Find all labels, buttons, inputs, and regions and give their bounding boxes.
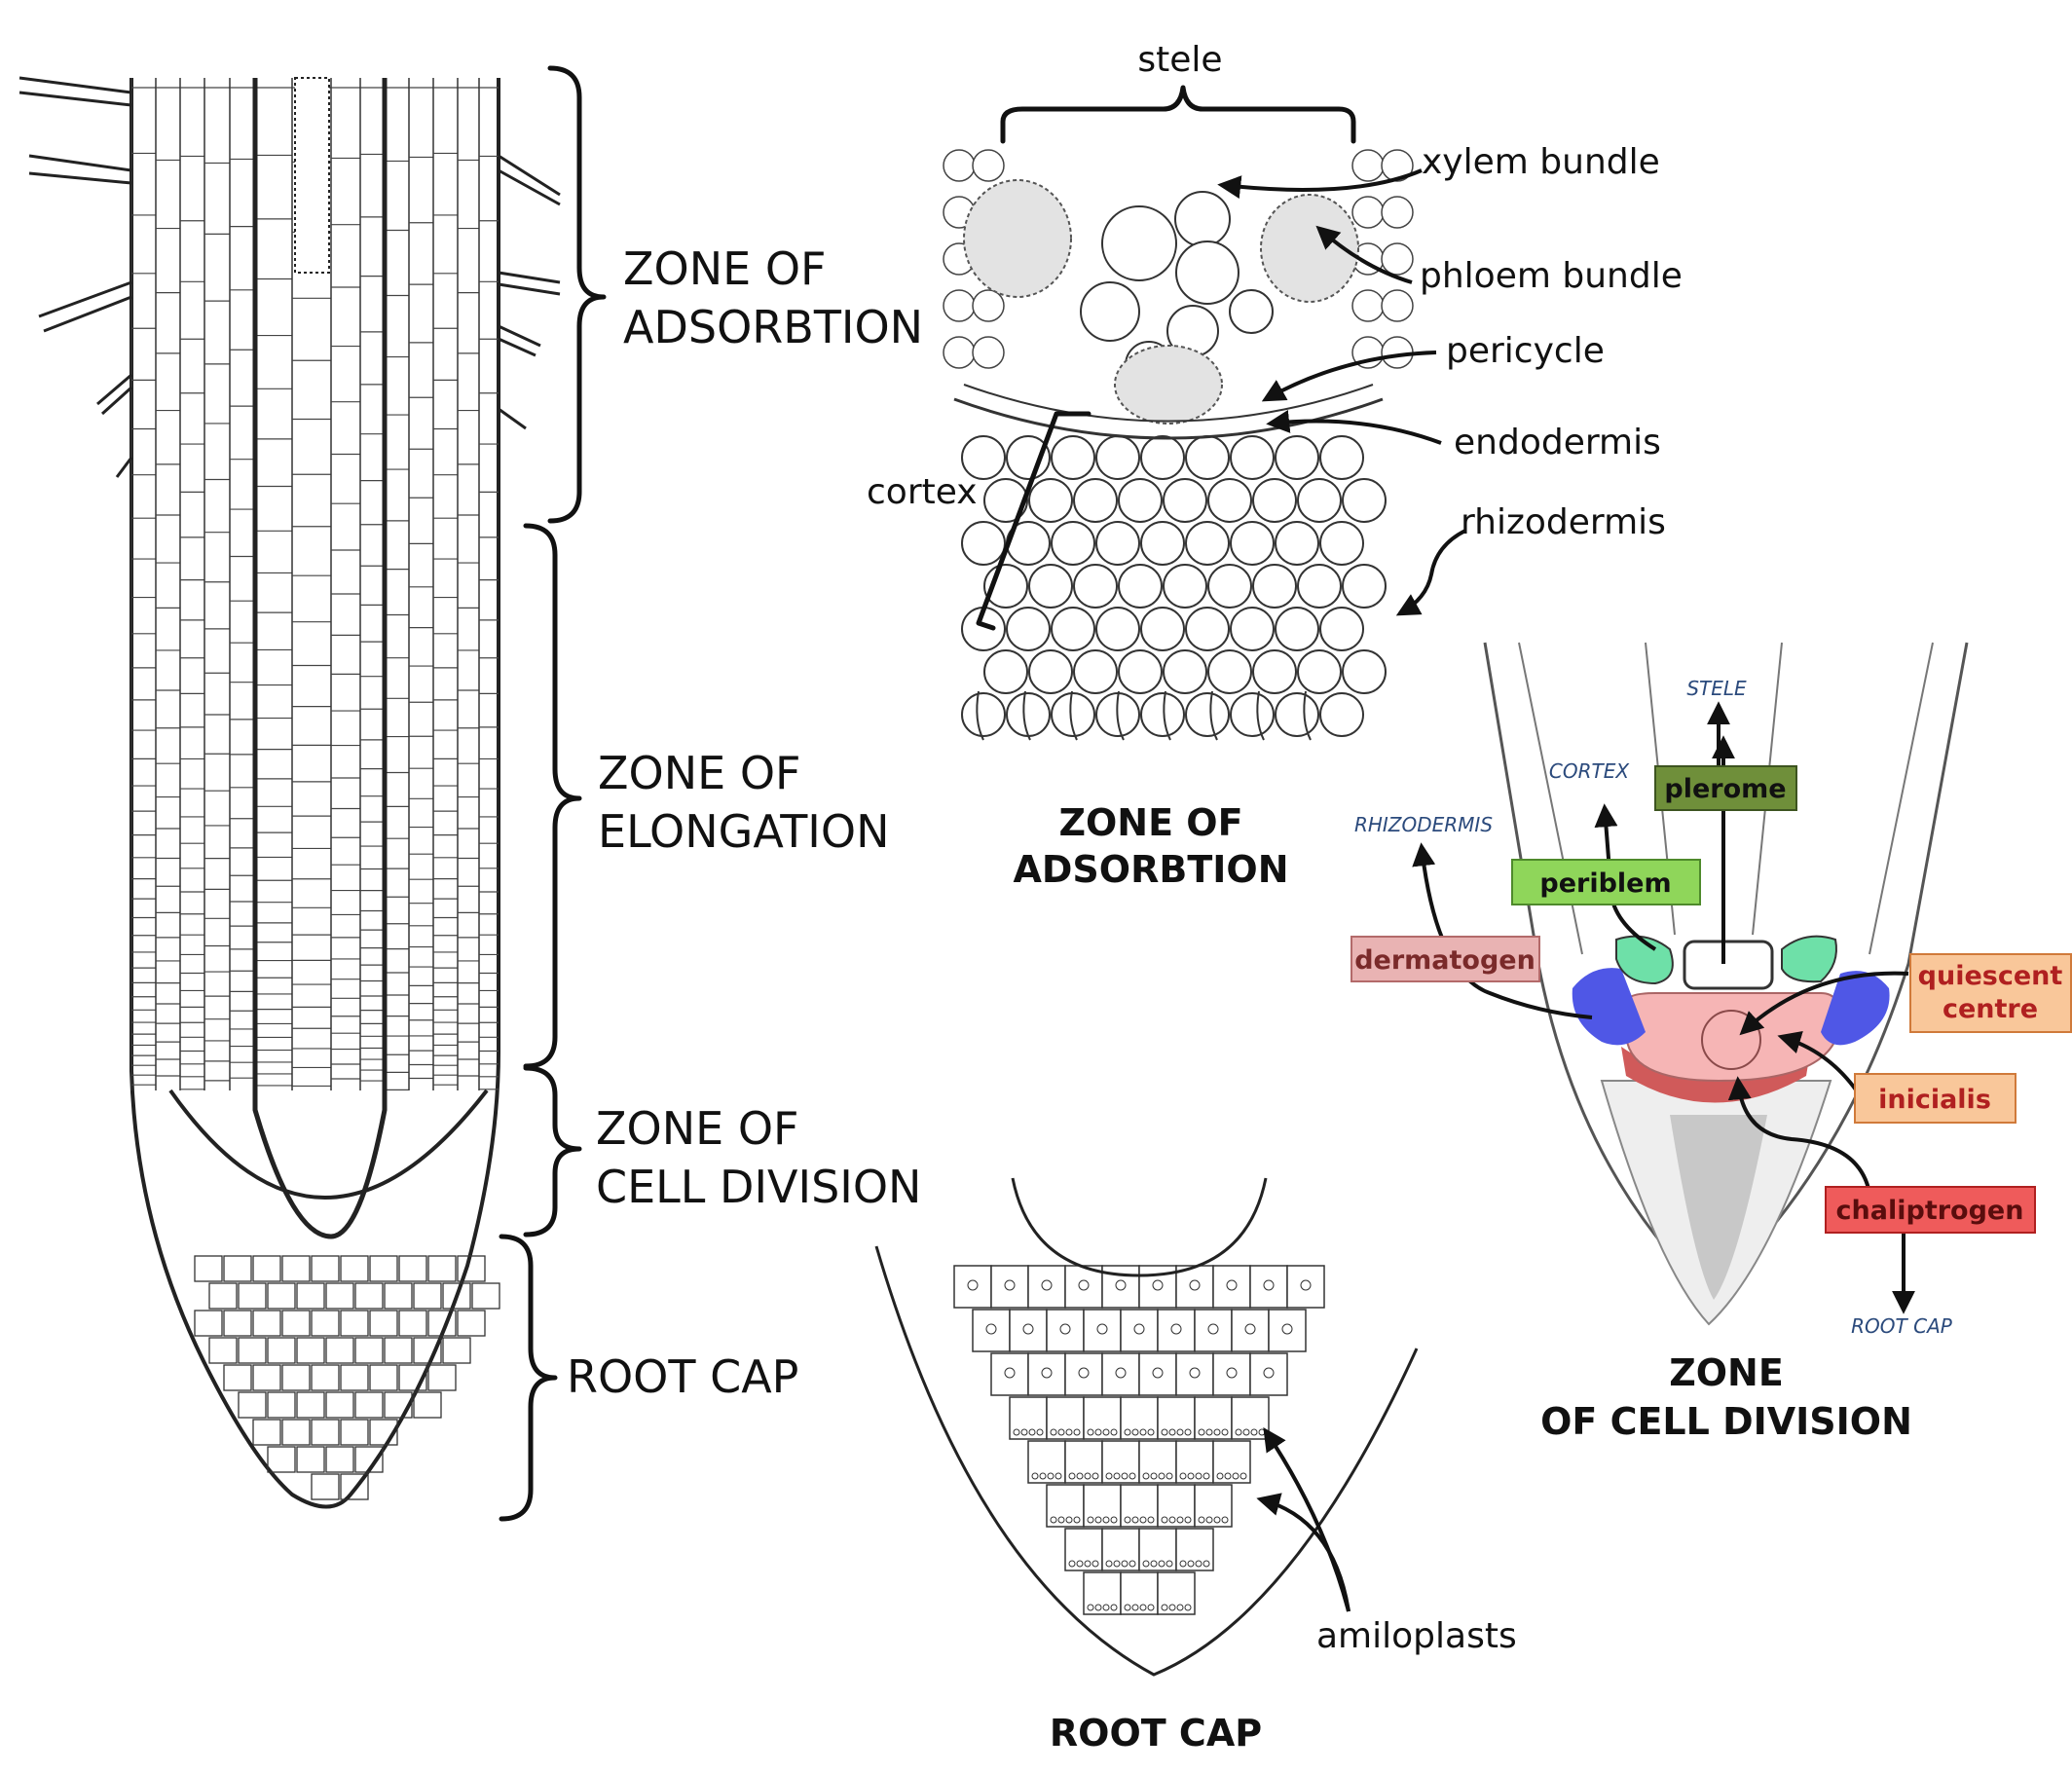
cortex-cells <box>943 149 1414 741</box>
cross-section-title-line2: ADSORBTION <box>1013 848 1288 891</box>
zone-absorption-line1: ZONE OF <box>623 242 826 295</box>
root-cap-tag: ROOT CAP <box>1851 1314 1953 1338</box>
root-cap-panel-title: ROOT CAP <box>1050 1712 1262 1755</box>
pericycle-ring <box>963 384 1374 423</box>
xylem-vessel <box>294 77 330 274</box>
root-outline <box>130 78 500 1509</box>
phloem-arrow <box>1315 225 1413 284</box>
meristem-title-line2: OF CELL DIVISION <box>1540 1400 1912 1443</box>
endodermis-ring <box>953 397 1384 440</box>
root-cap-drawing <box>874 1177 1419 1677</box>
chaliptrogen-arrow <box>1727 1076 1871 1194</box>
zone-division-line1: ZONE OF <box>596 1102 798 1155</box>
inicialis-arrow <box>1777 1031 1862 1097</box>
rhizodermis-arrow <box>1395 529 1466 616</box>
zone-root-cap-label: ROOT CAP <box>567 1350 798 1403</box>
amiloplasts-arrow-1 <box>1263 1427 1350 1612</box>
phloem-bundle-left <box>963 179 1072 298</box>
root-cap-inner <box>1670 1115 1767 1300</box>
endodermis-label: endodermis <box>1454 423 1661 462</box>
periblem-cells-right <box>1781 935 1837 983</box>
brace-division <box>523 1065 582 1237</box>
periblem-box: periblem <box>1511 859 1701 905</box>
cortex-bracket <box>976 411 1092 631</box>
zone-elongation-line2: ELONGATION <box>598 805 890 858</box>
root-cap-cells <box>953 1265 1325 1615</box>
chaliptrogen-label: chaliptrogen <box>1836 1196 2024 1226</box>
cortex-label: cortex <box>867 472 978 512</box>
quiescent-centre-circle <box>1701 1010 1761 1070</box>
root-longitudinal-drawing <box>18 76 561 1509</box>
zone-absorption-line2: ADSORBTION <box>623 301 923 353</box>
plerome-initial-cell <box>1683 940 1774 990</box>
rhizodermis-tag: RHIZODERMIS <box>1354 813 1493 836</box>
zone-elongation-line1: ZONE OF <box>598 747 800 799</box>
phloem-bundle-label: phloem bundle <box>1420 256 1683 296</box>
cortex-tag: CORTEX <box>1549 759 1630 783</box>
amiloplasts-arrow-2 <box>1256 1493 1350 1612</box>
chaliptrogen-box: chaliptrogen <box>1825 1186 2036 1234</box>
zone-braces <box>499 65 607 1522</box>
inicialis-box: inicialis <box>1854 1073 2016 1124</box>
xylem-arrow <box>1217 168 1423 200</box>
phloem-bundle-bottom <box>1114 345 1223 425</box>
stele-tag: STELE <box>1686 677 1747 700</box>
stele-cells <box>953 179 1384 440</box>
root-hairs <box>18 76 561 478</box>
brace-elongation <box>523 523 582 1069</box>
rhizodermis-arrow <box>1412 842 1593 1019</box>
periblem-label: periblem <box>1539 868 1671 899</box>
amiloplasts-label: amiloplasts <box>1316 1616 1517 1656</box>
cross-section-drawing <box>943 85 1466 741</box>
plerome-box: plerome <box>1654 765 1797 811</box>
periblem-cells-left <box>1615 935 1674 985</box>
brace-root-cap <box>499 1234 558 1522</box>
quiescent-label-line2: centre <box>1942 994 2038 1024</box>
phloem-bundle-right <box>1260 194 1359 303</box>
rhizodermis-label: rhizodermis <box>1461 502 1666 542</box>
quiescent-zone <box>1625 992 1842 1083</box>
quiescent-centre-box: quiescent centre <box>1909 953 2072 1033</box>
inicialis-band <box>1621 1047 1811 1103</box>
meristem-diagram <box>1412 642 1969 1326</box>
quiescent-arrow <box>1739 971 1909 1036</box>
quiescent-label-line1: quiescent <box>1918 961 2063 991</box>
brace-absorption <box>547 65 607 524</box>
zone-division-line2: CELL DIVISION <box>596 1161 921 1213</box>
dermatogen-cells-left <box>1572 968 1646 1046</box>
dermatogen-box: dermatogen <box>1350 936 1540 982</box>
cross-section-title-line1: ZONE OF <box>1058 801 1242 844</box>
meristem-title-line1: ZONE <box>1669 1351 1784 1394</box>
pericycle-arrow <box>1261 351 1437 402</box>
xylem-bundle-label: xylem bundle <box>1422 142 1660 182</box>
root-cell-files <box>130 78 500 1500</box>
inicialis-label: inicialis <box>1878 1085 1991 1115</box>
plerome-label: plerome <box>1664 774 1786 804</box>
endodermis-arrow <box>1266 410 1442 445</box>
dermatogen-label: dermatogen <box>1354 945 1536 976</box>
stele-brace <box>1000 85 1356 144</box>
stele-label: stele <box>1137 40 1222 80</box>
pericycle-label: pericycle <box>1446 331 1605 371</box>
dermatogen-cells-right <box>1821 971 1890 1046</box>
